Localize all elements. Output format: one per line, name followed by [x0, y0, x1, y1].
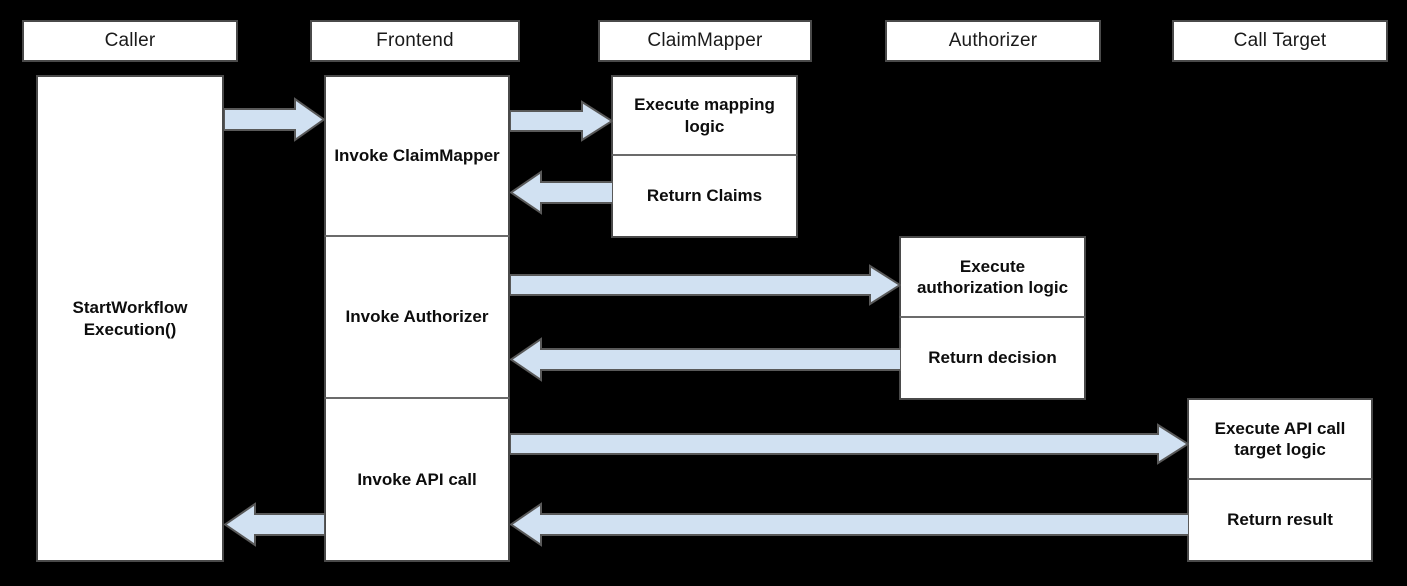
activation-frontend-invoke-claimmapper: Invoke ClaimMapper: [324, 75, 510, 236]
lane-header-caller: Caller: [22, 20, 238, 62]
lane-header-authorizer: Authorizer: [885, 20, 1101, 62]
arrow-right-icon-caller-to-frontend: [224, 97, 325, 142]
lane-header-call-target: Call Target: [1172, 20, 1388, 62]
arrow-left-icon-frontend-to-caller: [224, 502, 325, 547]
lane-header-claimmapper: ClaimMapper: [598, 20, 812, 62]
arrow-left-icon-call-target-to-frontend: [510, 502, 1189, 547]
activation-authorizer-return-decision: Return decision: [899, 317, 1086, 400]
activation-claimmapper-return-claims: Return Claims: [611, 155, 798, 238]
activation-frontend-invoke-api-call: Invoke API call: [324, 398, 510, 562]
arrow-right-icon-frontend-to-claimmapper: [510, 100, 613, 142]
activation-calltarget-execute-api-call-target-logic: Execute API call target logic: [1187, 398, 1373, 479]
activation-calltarget-return-result: Return result: [1187, 479, 1373, 562]
arrow-left-icon-claimmapper-to-frontend: [510, 170, 613, 215]
activation-authorizer-execute-authorization-logic: Execute authorization logic: [899, 236, 1086, 317]
lane-header-frontend: Frontend: [310, 20, 520, 62]
arrow-left-icon-authorizer-to-frontend: [510, 337, 901, 382]
arrow-right-icon-frontend-to-authorizer: [510, 264, 901, 306]
activation-claimmapper-execute-mapping-logic: Execute mapping logic: [611, 75, 798, 155]
activation-caller-start-workflow: StartWorkflow Execution(): [36, 75, 224, 562]
arrow-right-icon-frontend-to-call-target: [510, 423, 1189, 465]
activation-frontend-invoke-authorizer: Invoke Authorizer: [324, 236, 510, 398]
